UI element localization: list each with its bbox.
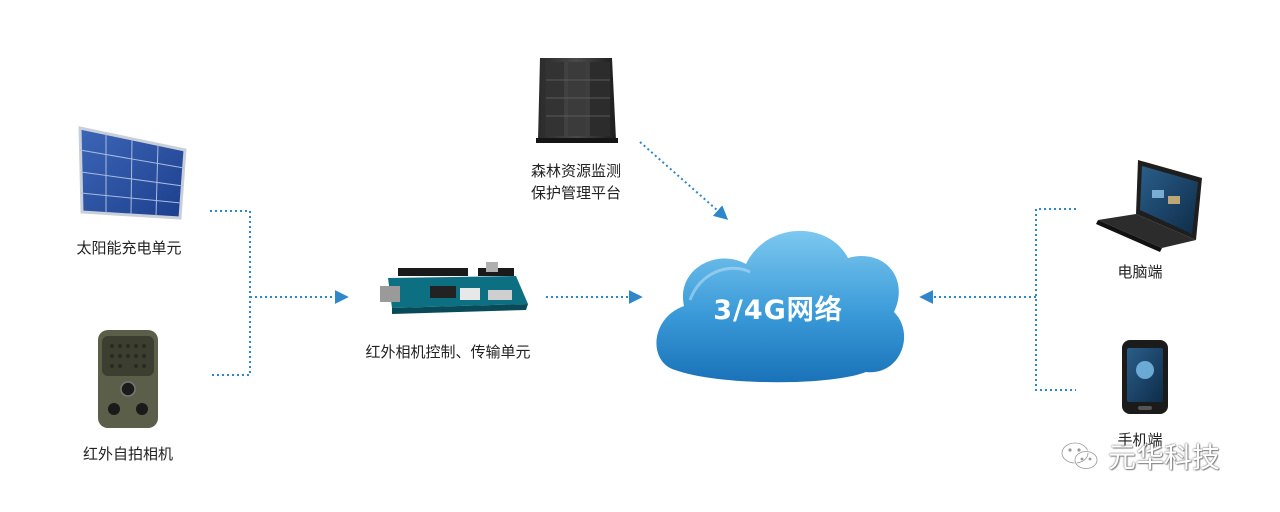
laptop-icon — [1096, 160, 1202, 252]
watermark-text: 元华科技 — [1108, 441, 1221, 474]
phone-label: 手机端 — [1117, 431, 1163, 449]
watermark: 元华科技 — [1060, 436, 1220, 476]
platform-label-line2: 保护管理平台 — [530, 184, 622, 202]
network-cloud — [656, 230, 905, 383]
platform-label-line1: 森林资源监测 — [530, 162, 622, 180]
server-to-cloud-arrow — [639, 141, 729, 220]
controller-board-icon — [380, 262, 528, 314]
computer-label: 电脑端 — [1117, 263, 1163, 281]
wechat-icon — [1060, 441, 1099, 470]
trail-camera-icon — [98, 330, 158, 428]
solar-unit-label: 太阳能充电单元 — [76, 239, 182, 257]
camera-label: 红外自拍相机 — [82, 445, 174, 463]
network-label: 3/4G网络 — [713, 295, 843, 326]
server-rack-icon — [536, 58, 618, 143]
connector-lines — [210, 141, 1076, 391]
mobile-phone-icon — [1122, 340, 1168, 414]
devices-bracket-line — [1035, 208, 1076, 391]
controller-label: 红外相机控制、传输单元 — [365, 343, 531, 361]
solar-camera-bracket-line — [210, 210, 251, 376]
solar-panel-icon — [78, 126, 187, 220]
